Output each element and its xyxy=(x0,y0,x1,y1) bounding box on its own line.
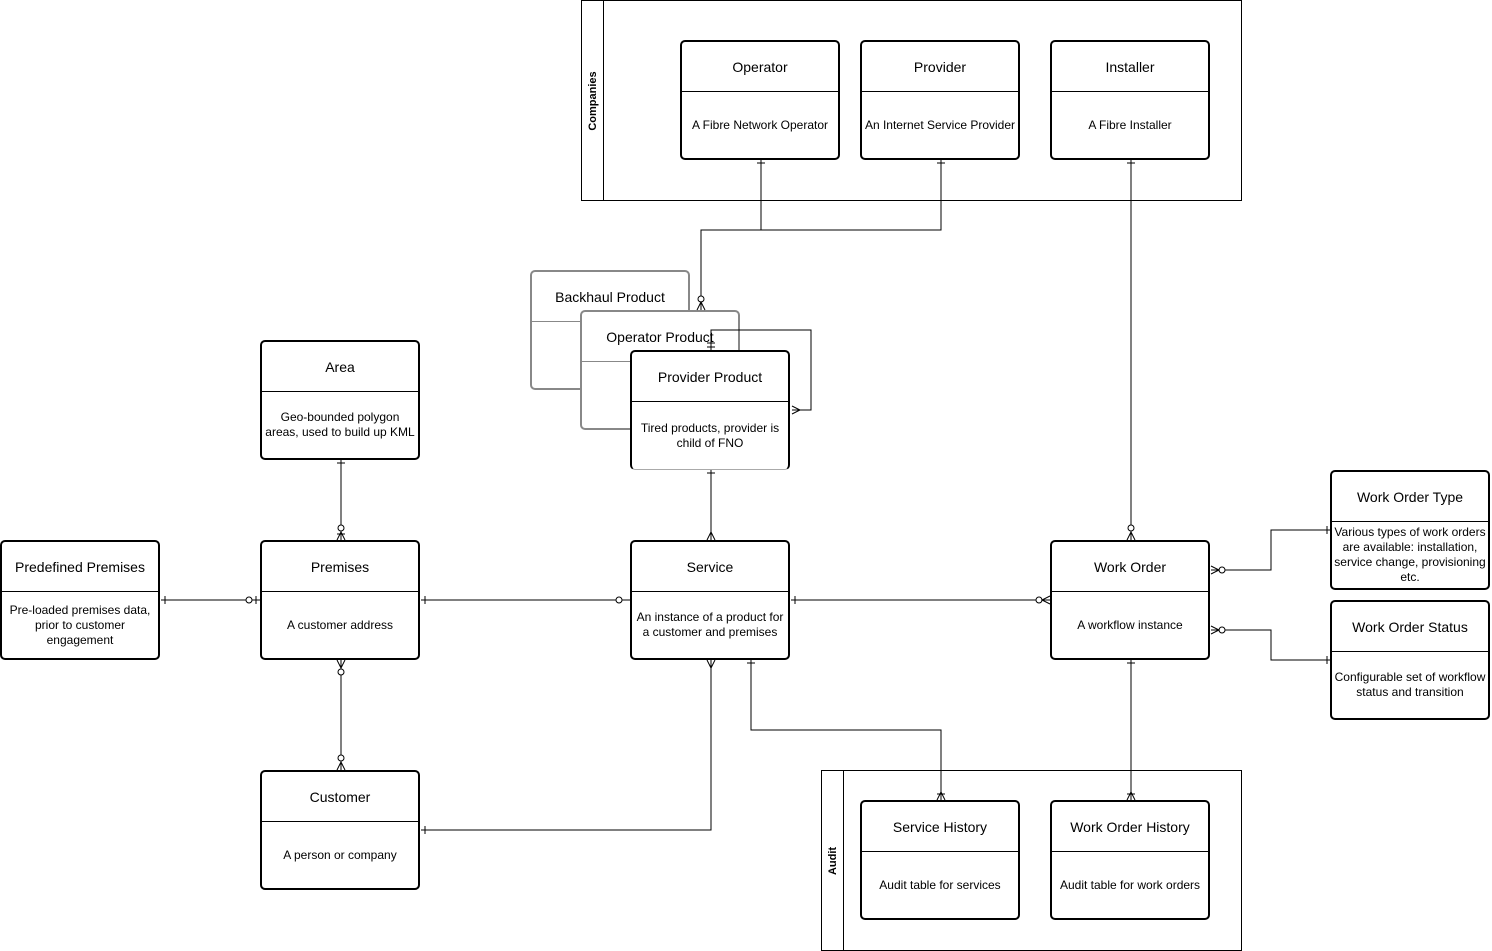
zero-mark xyxy=(697,295,705,303)
entity-description: Audit table for work orders xyxy=(1059,877,1201,892)
service-entity[interactable]: Service An instance of a product for a c… xyxy=(630,540,790,660)
area-entity[interactable]: Area Geo-bounded polygon areas, used to … xyxy=(260,340,420,460)
zero-mark xyxy=(1218,626,1226,634)
installer-entity[interactable]: Installer A Fibre Installer xyxy=(1050,40,1210,160)
predefined-premises-entity[interactable]: Predefined Premises Pre-loaded premises … xyxy=(0,540,160,660)
many-mark xyxy=(706,530,716,541)
audit-band: Audit xyxy=(822,771,844,950)
premises-entity[interactable]: Premises A customer address xyxy=(260,540,420,660)
entity-description: An Internet Service Provider xyxy=(864,117,1016,132)
entity-description: A customer address xyxy=(286,617,394,632)
entity-title: Service History xyxy=(862,802,1018,852)
work-order-to-type-line xyxy=(1211,529,1330,571)
entity-title: Predefined Premises xyxy=(2,542,158,592)
entity-title: Installer xyxy=(1052,42,1208,92)
zero-mark xyxy=(337,754,345,762)
work-order-type-entity[interactable]: Work Order Type Various types of work or… xyxy=(1330,470,1490,590)
many-mark xyxy=(336,659,346,670)
audit-label: Audit xyxy=(826,846,839,875)
companies-band: Companies xyxy=(582,1,604,200)
entity-description: Tired products, provider is child of FNO xyxy=(640,420,780,450)
zero-mark xyxy=(1127,524,1135,532)
entity-title: Work Order Status xyxy=(1332,602,1488,652)
companies-label: Companies xyxy=(586,70,599,131)
operator-entity[interactable]: Operator A Fibre Network Operator xyxy=(680,40,840,160)
many-mark xyxy=(1126,530,1136,541)
entity-title: Service xyxy=(632,542,788,592)
customer-entity[interactable]: Customer A person or company xyxy=(260,770,420,890)
zero-mark xyxy=(245,596,253,604)
zero-mark xyxy=(615,596,623,604)
many-mark xyxy=(696,300,706,311)
zero-mark xyxy=(1035,596,1043,604)
entity-title: Customer xyxy=(262,772,418,822)
entity-description: Configurable set of workflow status and … xyxy=(1334,670,1486,699)
entity-description: A Fibre Network Operator xyxy=(691,117,829,132)
entity-description: A Fibre Installer xyxy=(1088,117,1172,132)
entity-title: Provider xyxy=(862,42,1018,92)
entity-description: Audit table for services xyxy=(879,877,1001,892)
many-mark xyxy=(336,760,346,771)
entity-title: Work Order xyxy=(1052,542,1208,592)
entity-description: Geo-bounded polygon areas, used to build… xyxy=(265,410,415,439)
entity-title: Area xyxy=(262,342,418,392)
service-history-entity[interactable]: Service History Audit table for services xyxy=(860,800,1020,920)
entity-description: A person or company xyxy=(283,847,397,862)
entity-title: Work Order Type xyxy=(1332,472,1488,522)
customer-to-service-line xyxy=(421,660,712,831)
work-order-to-status-line xyxy=(1211,629,1330,661)
entity-description: A workflow instance xyxy=(1077,617,1183,632)
entity-description: Various types of work orders are availab… xyxy=(1334,525,1486,584)
provider-product-entity[interactable]: Provider Product Tired products, provide… xyxy=(630,350,790,470)
work-order-status-entity[interactable]: Work Order Status Configurable set of wo… xyxy=(1330,600,1490,720)
zero-mark xyxy=(337,524,345,532)
many-mark xyxy=(1040,595,1051,605)
many-mark xyxy=(706,659,716,670)
entity-title: Provider Product xyxy=(632,352,788,402)
many-mark xyxy=(336,530,346,541)
entity-title: Premises xyxy=(262,542,418,592)
work-order-history-entity[interactable]: Work Order History Audit table for work … xyxy=(1050,800,1210,920)
companies-to-operator-product-line xyxy=(700,229,761,310)
entity-description: Pre-loaded premises data, prior to custo… xyxy=(9,602,151,647)
entity-title: Work Order History xyxy=(1052,802,1208,852)
many-mark xyxy=(1210,625,1221,635)
zero-mark xyxy=(337,668,345,676)
provider-entity[interactable]: Provider An Internet Service Provider xyxy=(860,40,1020,160)
entity-description: An instance of a product for a customer … xyxy=(636,610,784,639)
entity-title: Operator xyxy=(682,42,838,92)
many-mark xyxy=(791,405,802,415)
zero-mark xyxy=(1218,566,1226,574)
work-order-entity[interactable]: Work Order A workflow instance xyxy=(1050,540,1210,660)
many-mark xyxy=(1210,565,1221,575)
